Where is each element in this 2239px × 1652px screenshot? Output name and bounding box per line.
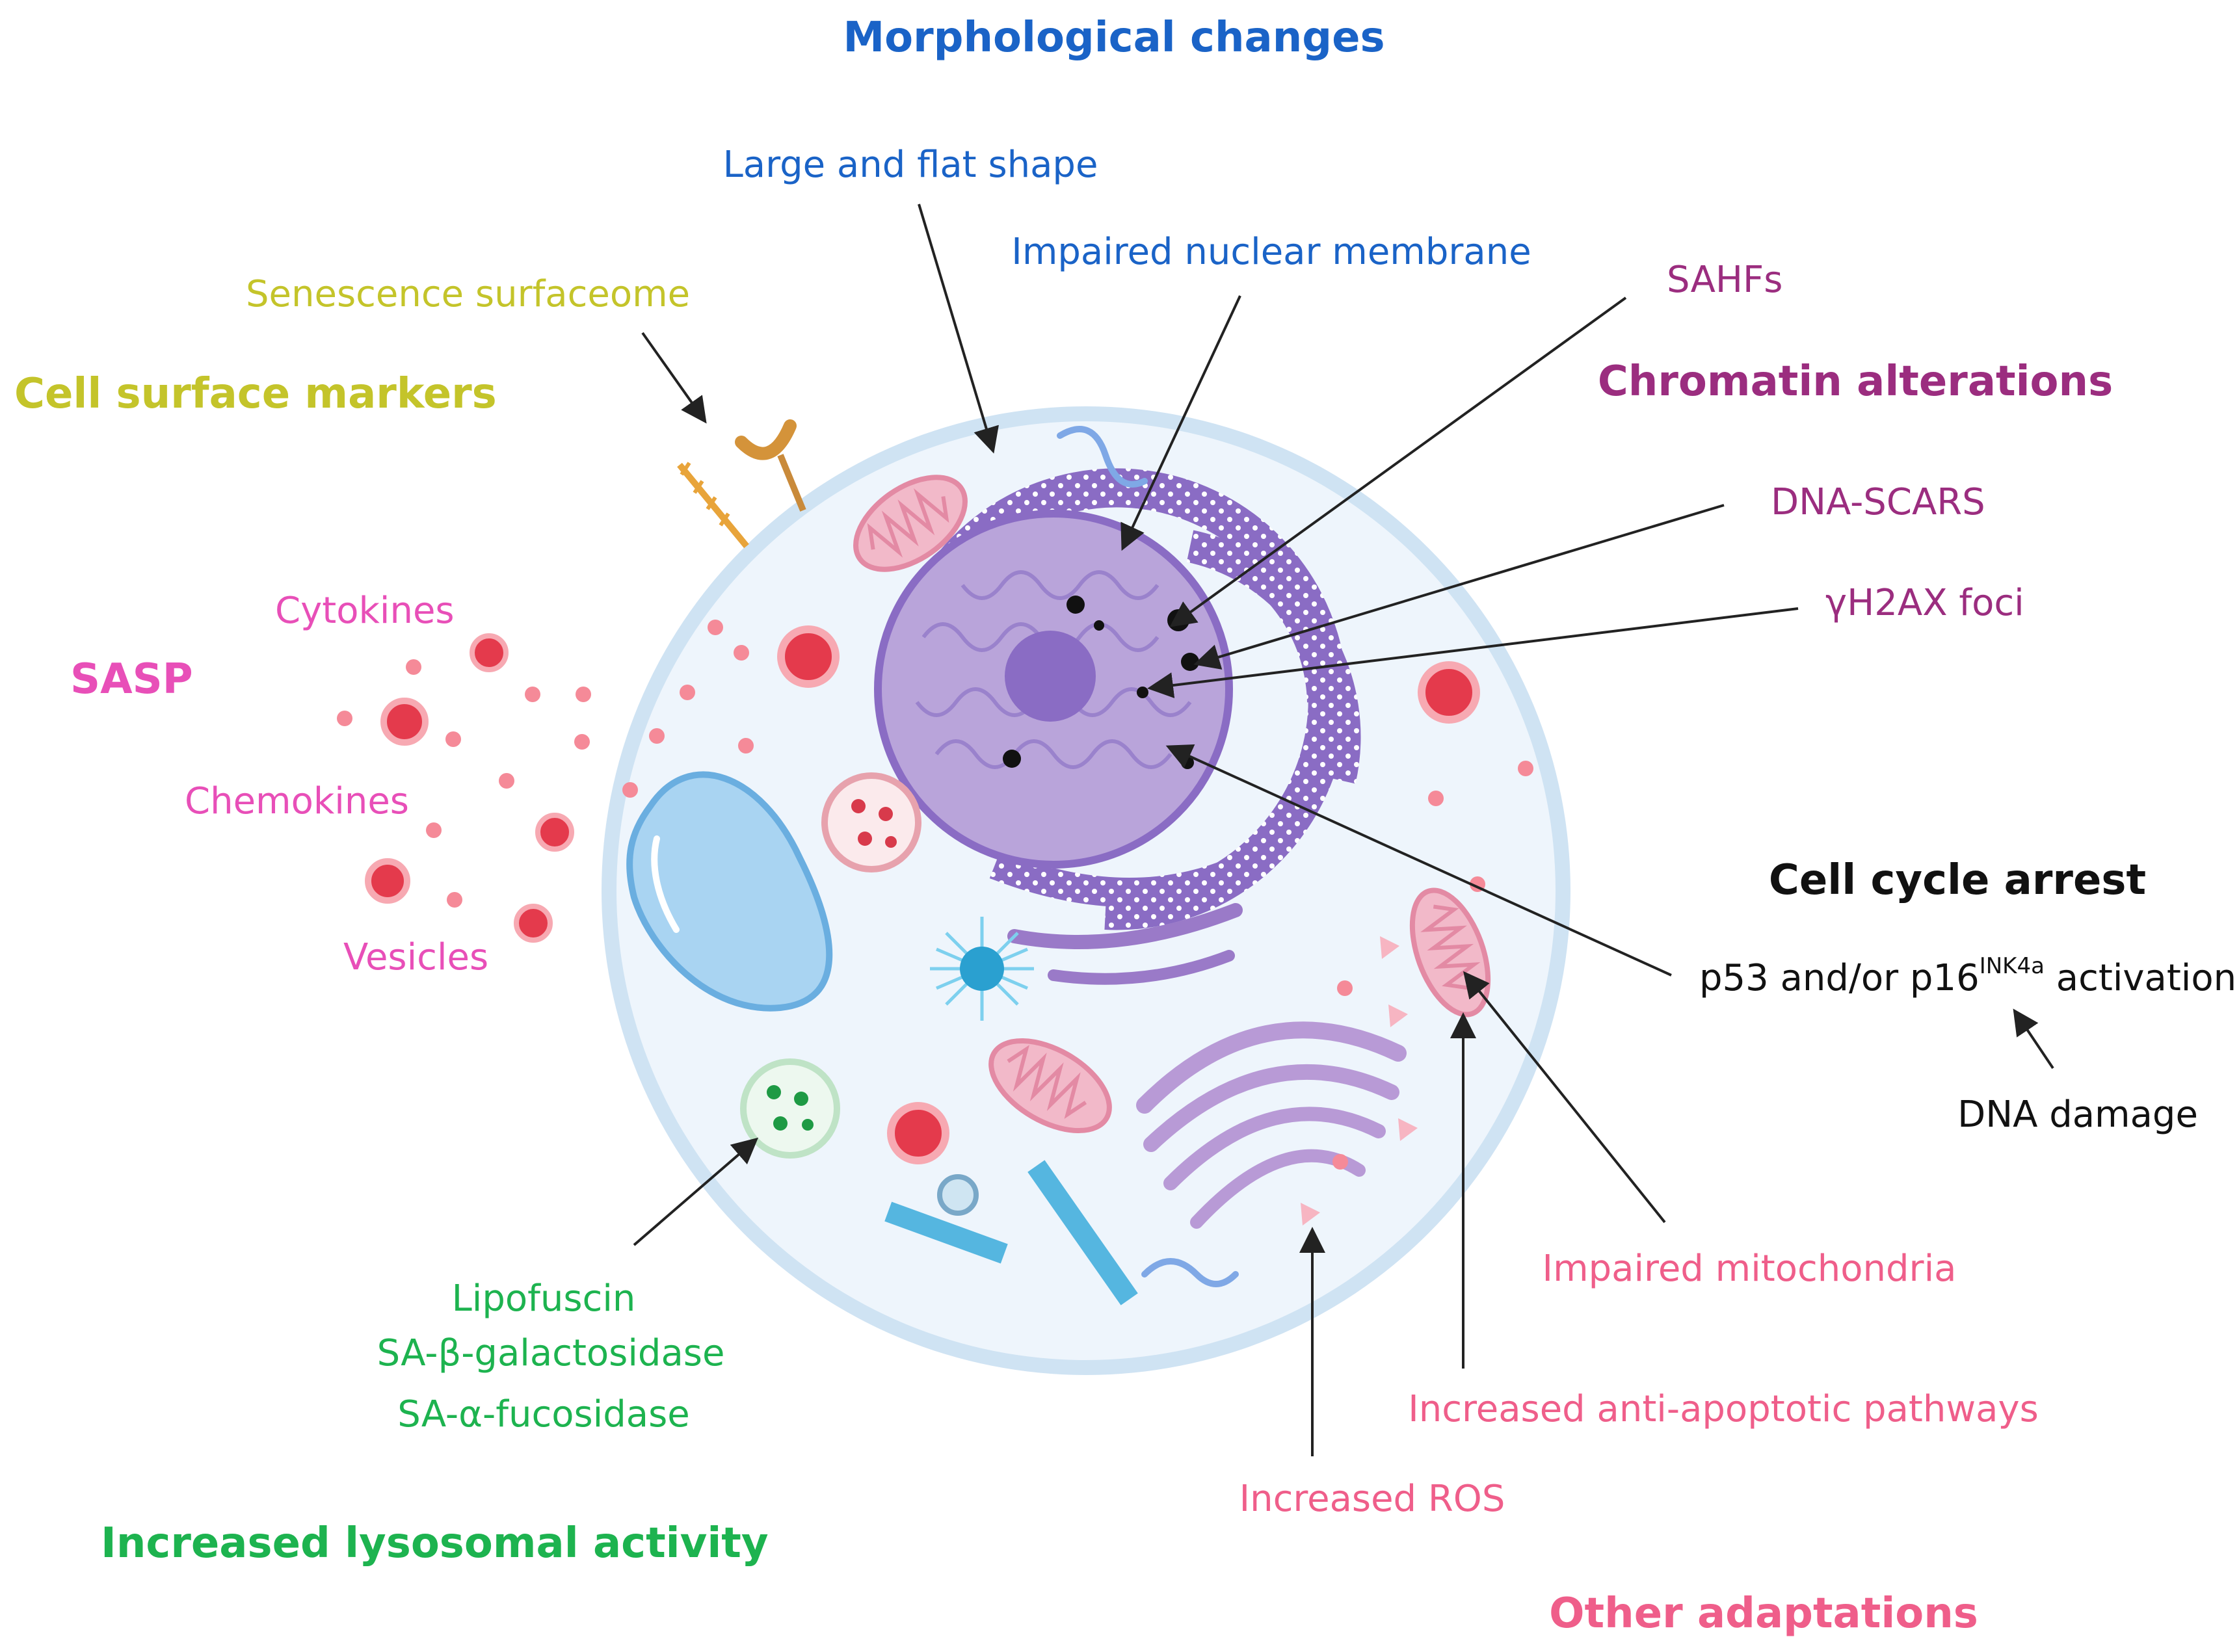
heading-surface: Cell surface markers	[14, 370, 497, 418]
heading-chromatin: Chromatin alterations	[1597, 358, 2113, 406]
label-nuclear-membrane: Impaired nuclear membrane	[1011, 231, 1531, 273]
cytoskeleton-icon	[884, 426, 1239, 1305]
label-p53-sup: INK4a	[1979, 953, 2045, 979]
label-dna-damage: DNA damage	[1957, 1094, 2198, 1136]
label-sa-beta: SA-β-galactosidase	[377, 1332, 725, 1374]
heading-other: Other adaptations	[1549, 1590, 1978, 1638]
heading-cycle: Cell cycle arrest	[1768, 856, 2147, 904]
receptor-icon	[677, 419, 806, 549]
label-h2ax: γH2AX foci	[1825, 582, 2024, 624]
lysosome-icon	[740, 772, 921, 1159]
label-p53-pre: p53 and/or p16	[1699, 957, 1980, 999]
label-p53: p53 and/or p16INK4a activation	[1699, 955, 2237, 999]
golgi-icon	[1007, 903, 1407, 1229]
label-cytokines: Cytokines	[275, 590, 455, 632]
vacuole-icon	[626, 771, 833, 1012]
heading-sasp: SASP	[70, 655, 193, 703]
ros-icon	[1301, 936, 1418, 1226]
label-dna-scars: DNA-SCARS	[1771, 481, 1985, 523]
label-lipofuscin: Lipofuscin	[451, 1278, 636, 1320]
label-chemokines: Chemokines	[185, 780, 409, 822]
label-sa-alpha: SA-α-fucosidase	[397, 1393, 690, 1436]
sasp-particles-icon	[337, 620, 1533, 1170]
nucleus-icon	[874, 510, 1233, 869]
heading-lysosomal: Increased lysosomal activity	[101, 1519, 769, 1567]
label-vesicles: Vesicles	[343, 936, 489, 978]
heading-morphological: Morphological changes	[843, 14, 1385, 62]
pointer-arrows	[633, 203, 2054, 1456]
label-p53-post: activation	[2044, 957, 2237, 999]
label-sahfs: SAHFs	[1667, 259, 1783, 301]
label-anti-apoptotic: Increased anti-apoptotic pathways	[1408, 1388, 2039, 1430]
label-mito: Impaired mitochondria	[1542, 1248, 1957, 1290]
label-surfaceome: Senescence surfaceome	[246, 273, 691, 315]
label-large-flat: Large and flat shape	[722, 144, 1098, 186]
centrosome-icon	[930, 917, 1034, 1021]
label-ros: Increased ROS	[1239, 1478, 1505, 1520]
